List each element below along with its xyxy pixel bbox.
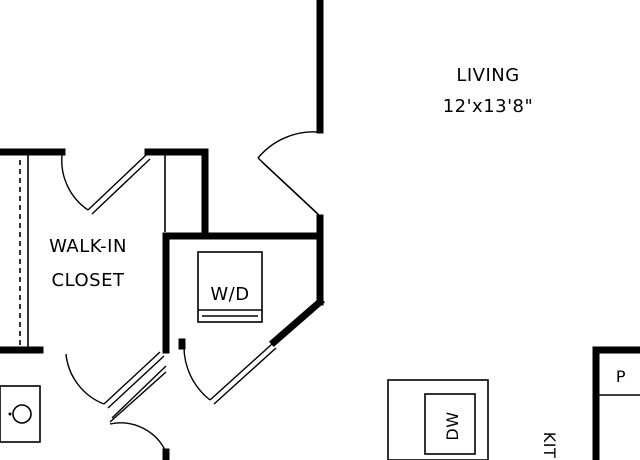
washer-dryer-label: W/D	[210, 284, 249, 305]
living-entry-door	[257, 131, 323, 219]
hall-doors	[65, 338, 170, 460]
living-room-name: LIVING	[456, 65, 519, 86]
closet-walls	[0, 148, 209, 354]
washer-dryer-door	[183, 343, 277, 405]
closet-label-line2: CLOSET	[52, 270, 125, 291]
closet-door	[61, 154, 151, 215]
living-room-dimensions: 12'x13'8"	[443, 96, 534, 117]
closet-label-line1: WALK-IN	[49, 236, 127, 257]
kitchen-cabinet	[387, 379, 489, 460]
washer-dryer-walls	[162, 214, 325, 350]
pantry-label: P	[616, 367, 626, 386]
bath-vanity	[0, 385, 41, 443]
kitchen-label: KIT	[540, 432, 559, 458]
washer-dryer-appliance	[197, 251, 263, 323]
pantry-walls	[592, 346, 640, 460]
dishwasher-label: DW	[443, 411, 462, 440]
